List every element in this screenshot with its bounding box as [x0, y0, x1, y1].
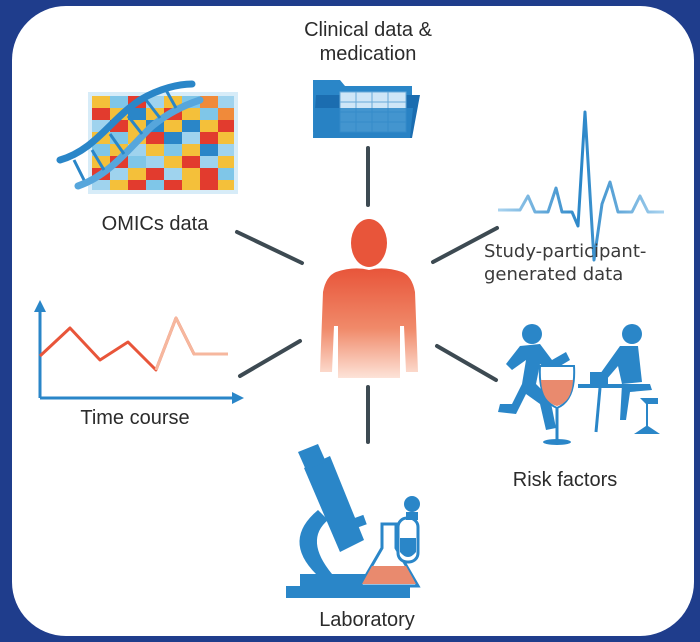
clinical-label: Clinical data & medication: [268, 18, 468, 66]
time-course-label: Time course: [80, 407, 190, 429]
connector-lines: [235, 146, 499, 444]
study-label-line1: Study-participant-: [484, 241, 647, 262]
dna-heatmap-icon: [56, 80, 238, 194]
clinical-label-line1: Clinical data &: [304, 19, 432, 41]
connector-time-course: [238, 339, 302, 378]
folder-spreadsheet-icon: [313, 80, 420, 138]
omics-label: OMICs data: [101, 213, 209, 235]
risk-factors-label: Risk factors: [512, 469, 618, 491]
laboratory-label: Laboratory: [319, 609, 415, 631]
line-chart-icon: [34, 300, 244, 404]
study-participant-label: Study-participant- generated data: [484, 240, 664, 286]
diagram-canvas: [34, 80, 664, 598]
microscope-flask-icon: [286, 444, 421, 598]
runner-wine-desk-icon: [498, 324, 660, 445]
diagram-card: [12, 6, 694, 636]
connector-study: [431, 226, 499, 264]
heartbeat-icon: [498, 110, 664, 262]
connector-risk: [435, 344, 498, 382]
clinical-label-line2: medication: [319, 43, 417, 65]
person-icon: [320, 219, 418, 378]
connector-omics: [235, 230, 304, 265]
study-label-line2: generated data: [484, 264, 624, 285]
